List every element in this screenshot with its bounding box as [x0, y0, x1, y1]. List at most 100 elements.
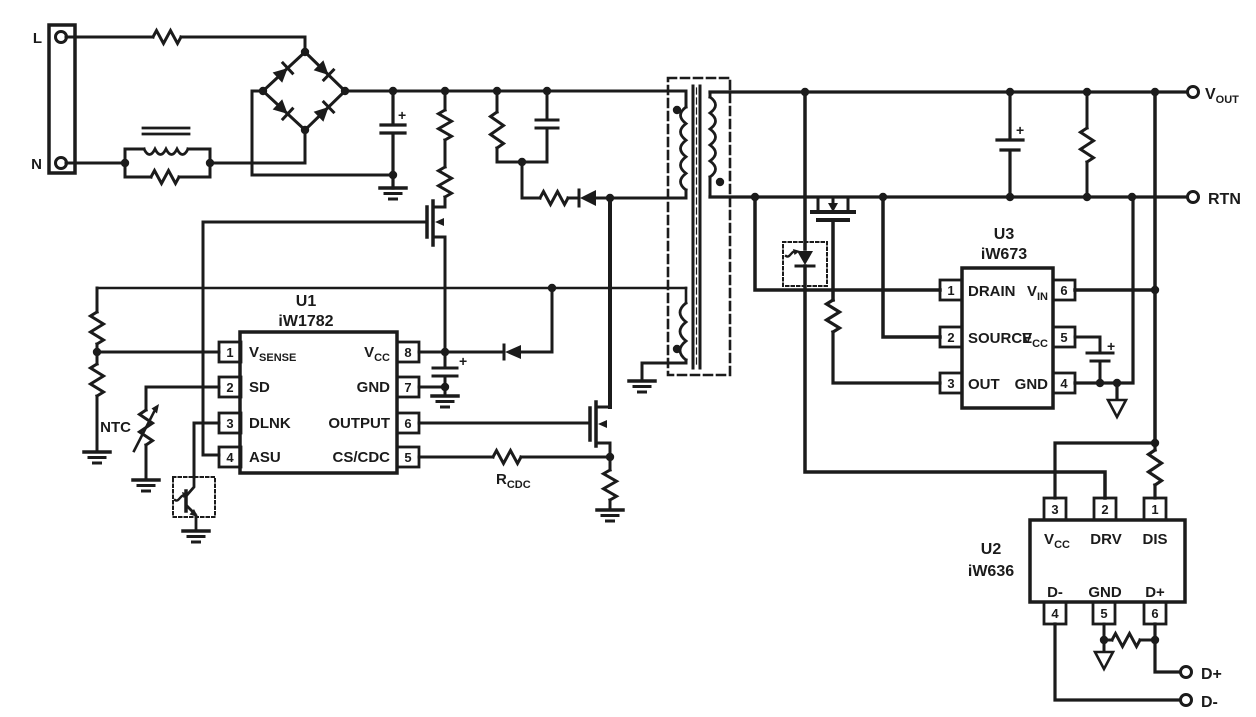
dplus-terminal: [1179, 665, 1193, 679]
u1-pin1-label: VSENSE: [249, 344, 296, 364]
wire-neutral: [64, 128, 307, 165]
transformer: [608, 76, 732, 383]
u2-pin6-num: 6: [1151, 606, 1158, 621]
u3-pin2-num: 2: [947, 330, 954, 345]
main-mosfet: [417, 196, 612, 472]
wire-aux-bottom: [640, 358, 688, 383]
u2-pin2-num: 2: [1101, 502, 1108, 517]
transformer-core: [691, 84, 702, 370]
mosfet-arrow: [598, 420, 607, 428]
ground-symbol: [430, 394, 460, 409]
sync-rect-mosfet: [810, 195, 856, 302]
u3-pin3-label: OUT: [968, 376, 1000, 393]
u3-pin5-label: VCC: [1022, 330, 1048, 350]
snubber-network: [487, 89, 560, 200]
secondary-section: + + VOUT: [708, 85, 1241, 711]
u1-body: [238, 330, 399, 475]
ground-symbol: [627, 379, 657, 394]
optocoupler-led: [782, 90, 1107, 500]
u1-pin8-num: 8: [404, 345, 411, 360]
polarity-plus: +: [1107, 338, 1115, 354]
u2-pin1-num: 1: [1151, 502, 1158, 517]
u1-pin4-num: 4: [226, 450, 234, 465]
mosfet-arrow: [828, 203, 838, 212]
dminus-label: D-: [1201, 694, 1218, 711]
u3-pin3-num: 3: [947, 376, 954, 391]
startup-resistors: [431, 89, 455, 209]
u3-pin4-label: GND: [1015, 376, 1049, 393]
bridge-rectifier: [260, 49, 348, 133]
polarity-plus: +: [459, 353, 467, 369]
clamp-diode: [580, 190, 596, 206]
ground-symbol-secondary: [1093, 650, 1115, 671]
wire-vin: [1073, 90, 1157, 445]
aux-winding: [678, 301, 689, 362]
u1-pin2-label: SD: [249, 379, 270, 396]
junction-dots: [92, 47, 1160, 645]
wire-startup-source: [431, 235, 447, 354]
u2-pin5-num: 5: [1100, 606, 1107, 621]
u1-pin6-label: OUTPUT: [328, 415, 390, 432]
u1-pin6-num: 6: [404, 416, 411, 431]
polarity-dot: [715, 177, 725, 187]
wire-opto-drv: [803, 264, 1107, 500]
wire-u3-drain: [753, 195, 942, 292]
gate-resistor: [823, 297, 942, 385]
wire-dc-return: [250, 89, 395, 177]
chip-u2: U2 iW636 3 2 1 4 5 6 VCC DRV DIS D- GND …: [968, 496, 1187, 626]
wire-asu-gate: [201, 220, 429, 457]
polarity-dot: [672, 344, 682, 354]
u2-pin6-label: D+: [1145, 584, 1165, 601]
u3-ground-net: [1073, 195, 1135, 402]
ntc-arrow: [151, 404, 159, 414]
u2-pin2-label: DRV: [1090, 531, 1121, 548]
cs-resistor: [600, 467, 620, 512]
mosfet-arrow: [435, 218, 444, 226]
neutral-label: N: [31, 156, 42, 173]
u3-pin1-label: DRAIN: [968, 283, 1016, 300]
primary-winding: [679, 105, 689, 192]
ground-symbol: [378, 186, 408, 201]
ntc-label: NTC: [100, 419, 131, 436]
optocoupler-transistor: [172, 421, 221, 533]
dplus-label: D+: [1201, 666, 1222, 683]
u3-pin2-label: SOURCE: [968, 330, 1032, 347]
vcc-capacitor: +: [417, 350, 467, 398]
polarity-plus: +: [1016, 122, 1024, 138]
u3-pin1-num: 1: [947, 283, 954, 298]
rcdc-label: RCDC: [496, 471, 531, 491]
emi-choke: [123, 126, 212, 187]
u2-pin4-num: 4: [1051, 606, 1059, 621]
ground-symbol-secondary: [1106, 398, 1128, 419]
clamp-diode-network: [520, 188, 612, 208]
u3-pin4-num: 4: [1060, 376, 1068, 391]
wire-u3-source: [881, 195, 942, 339]
u1-pin7-label: GND: [357, 379, 391, 396]
u2-pin3-num: 3: [1051, 502, 1058, 517]
u2-ref: U2: [981, 541, 1002, 558]
bulk-capacitor: +: [379, 89, 407, 190]
input-terminal-block: [47, 23, 77, 175]
u2-bottom-nets: [1053, 622, 1182, 702]
current-sense-network: RCDC: [417, 447, 620, 512]
primary-section: + NTC: [82, 89, 688, 544]
ground-symbol: [595, 508, 625, 523]
u1-pin5-num: 5: [404, 450, 411, 465]
u1-pin7-num: 7: [404, 380, 411, 395]
led-diode: [797, 251, 813, 265]
dplus-resistor: [1102, 622, 1157, 654]
polarity-dot: [672, 105, 682, 115]
startup-mosfet: [201, 199, 447, 457]
u3-part: iW673: [981, 246, 1027, 263]
ground-symbol: [131, 478, 161, 493]
dminus-terminal: [1179, 693, 1193, 707]
u1-pin3-num: 3: [226, 416, 233, 431]
output-capacitor: +: [995, 90, 1025, 199]
u2-pin5-label: GND: [1088, 584, 1122, 601]
vout-label: VOUT: [1205, 86, 1239, 106]
choke-core: [141, 126, 191, 136]
u3-pin6-label: VIN: [1027, 283, 1048, 303]
fuse: [150, 27, 184, 47]
